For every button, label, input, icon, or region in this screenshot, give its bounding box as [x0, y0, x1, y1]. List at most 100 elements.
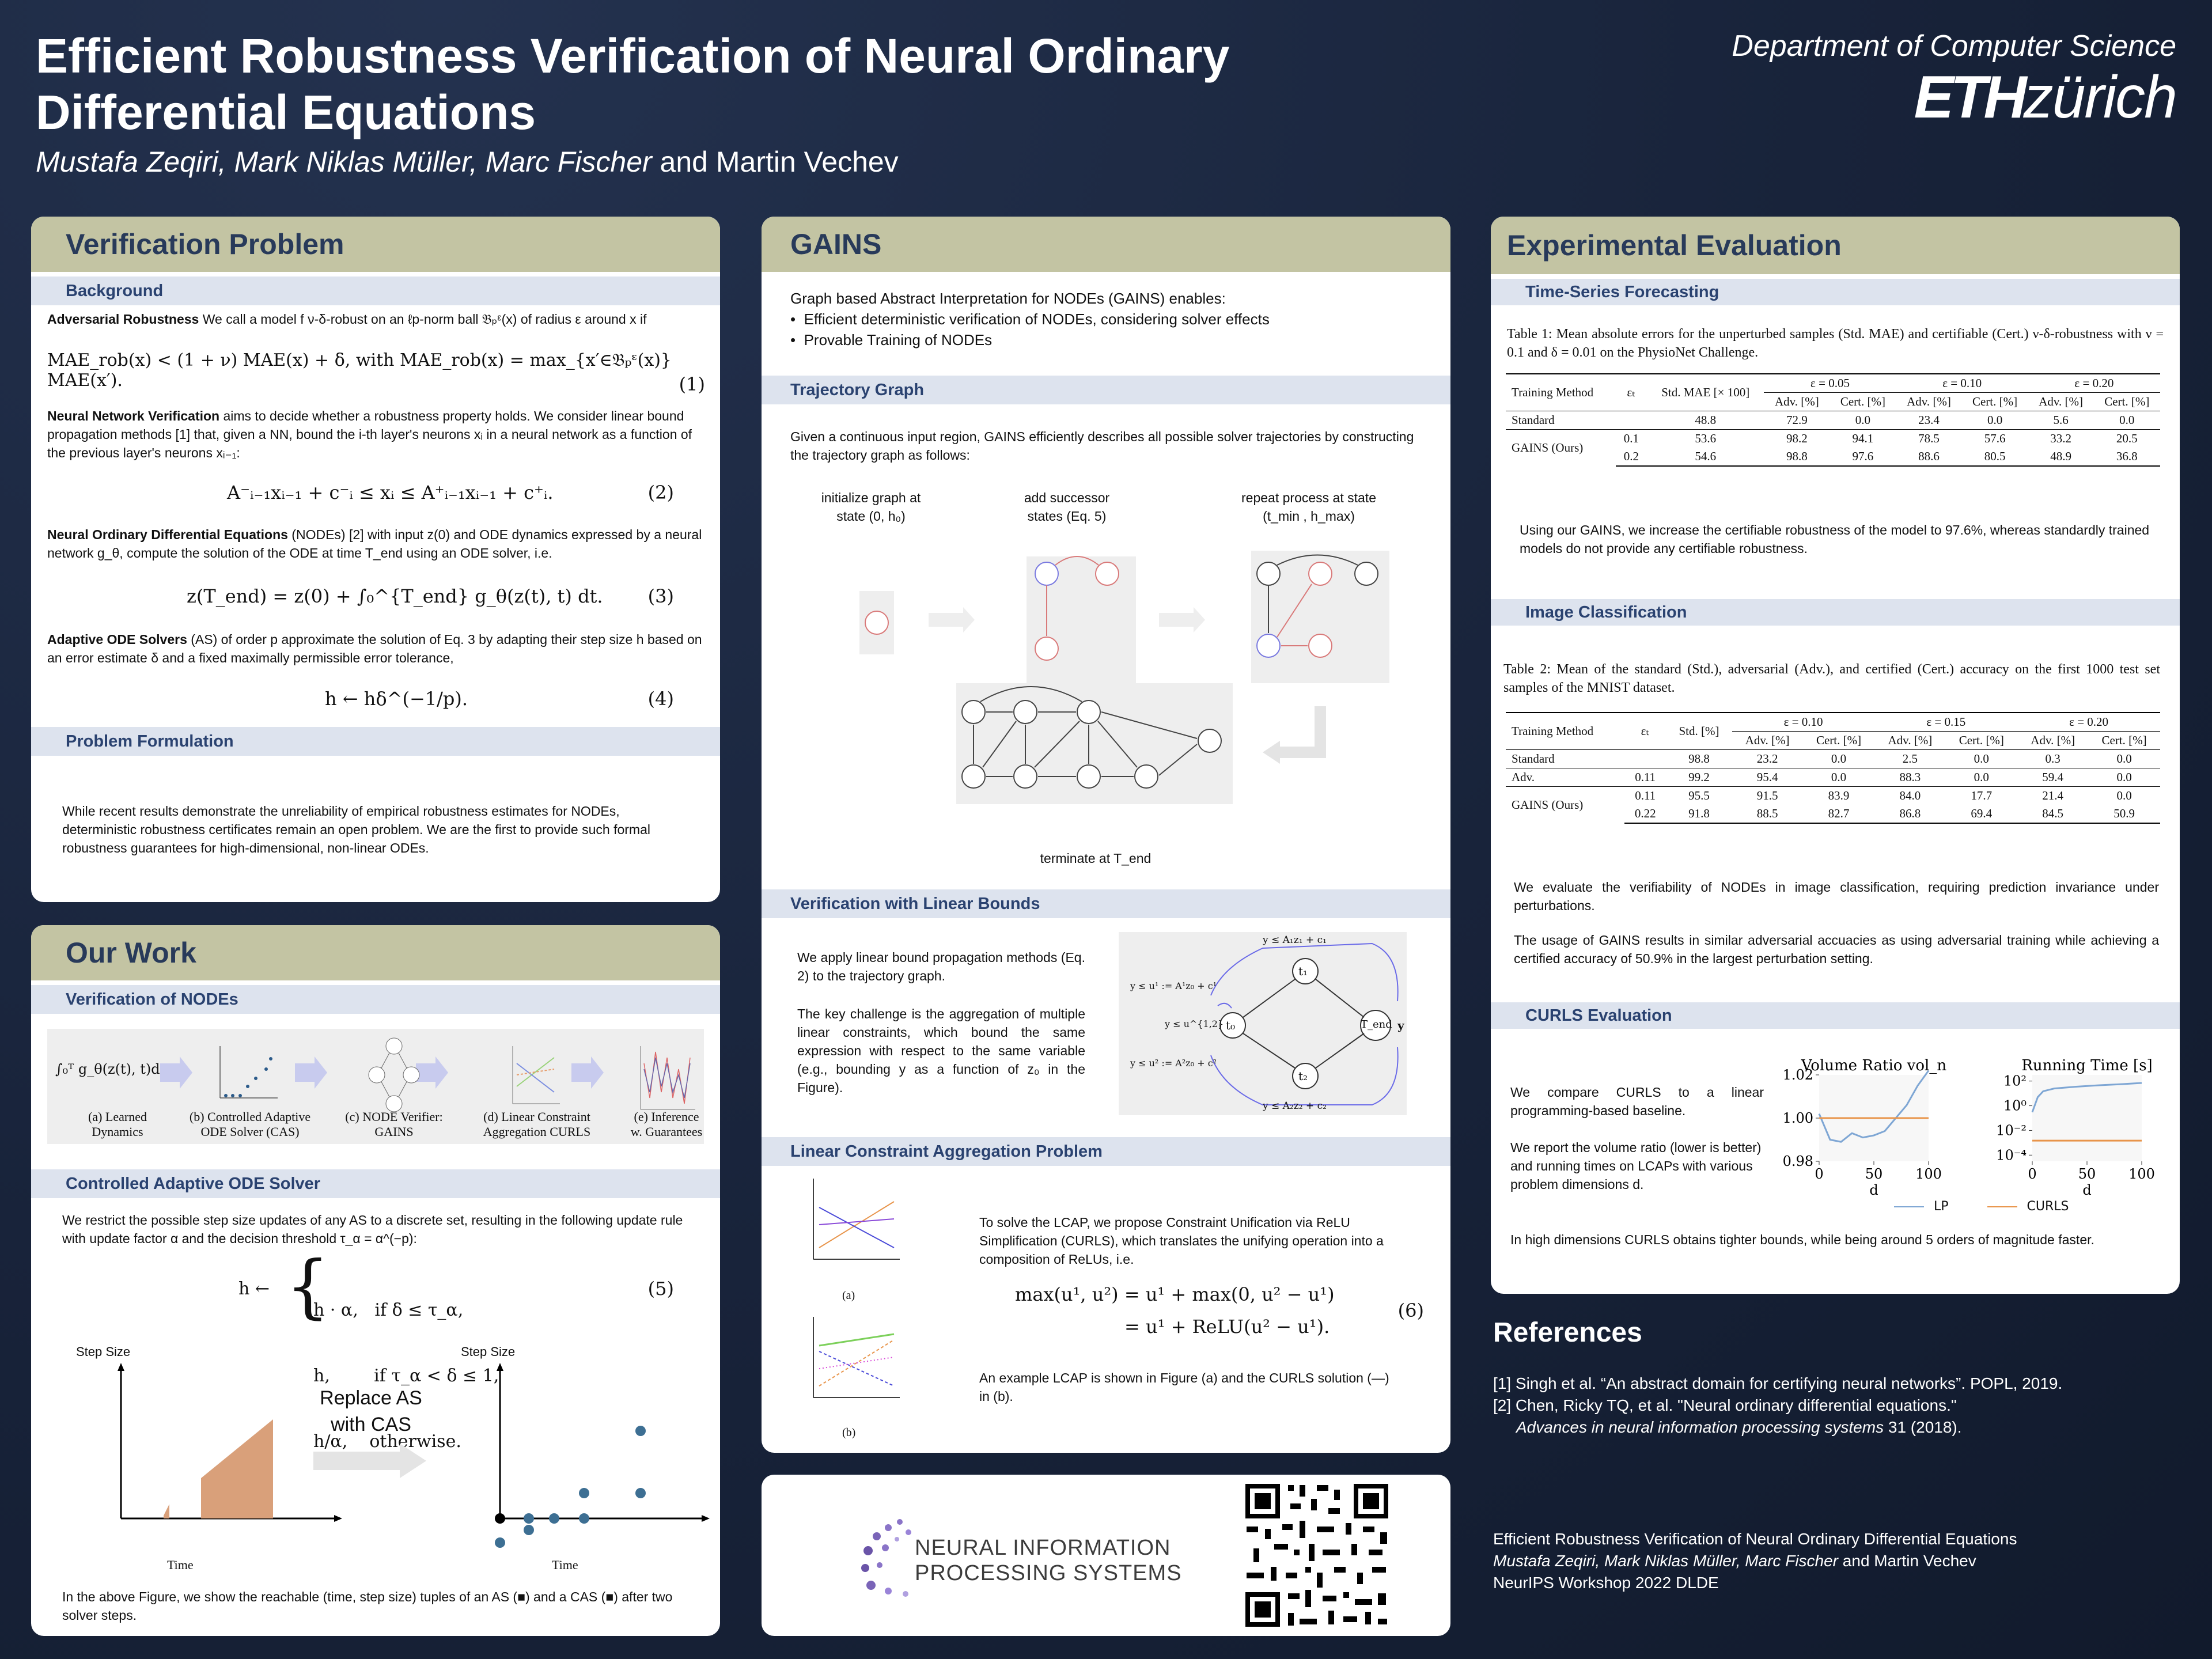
aos-paragraph: Adaptive ODE Solvers (AS) of order p app… — [47, 632, 702, 665]
problem-formulation-text: While recent results demonstrate the unr… — [62, 804, 650, 855]
reference-2-continued: Advances in neural information processin… — [1516, 1418, 1962, 1436]
equation-2: A⁻ᵢ₋₁xᵢ₋₁ + c⁻ᵢ ≤ xᵢ ≤ A⁺ᵢ₋₁xᵢ₋₁ + c⁺ᵢ. — [227, 482, 554, 503]
as-step-size-label: Step Size — [76, 1344, 131, 1359]
chart-plot-area — [2032, 1075, 2142, 1161]
reference-2: [2] Chen, Ricky TQ, et al. "Neural ordin… — [1493, 1396, 1957, 1414]
curls-text-1: We compare CURLS to a linear programming… — [1510, 1085, 1764, 1118]
x-tick-label: 100 — [2128, 1166, 2155, 1182]
table1-header-std: Std. MAE [× 100] — [1647, 373, 1764, 411]
trajectory-graph-steps — [859, 551, 1389, 804]
footer-title: Efficient Robustness Verification of Neu… — [1493, 1530, 2017, 1548]
subheading-background: Background — [31, 276, 720, 305]
table1-header-eps1: ε = 0.05 — [1764, 373, 1896, 393]
replace-arrow — [313, 1444, 426, 1478]
y-tick-label: 10⁻² — [1996, 1122, 2027, 1138]
neurips-panel: NEURAL INFORMATION PROCESSING SYSTEMS — [762, 1475, 1450, 1636]
constraint-top: y ≤ A₁z₁ + c₁ — [1263, 934, 1327, 946]
table2-header-cert: Cert. [%] — [1959, 733, 2004, 747]
equation-2-number: (2) — [647, 482, 674, 503]
table1-header-eps2: ε = 0.10 — [1896, 373, 2028, 393]
subheading-trajectory-graph: Trajectory Graph — [762, 376, 1450, 404]
y-tick-label: 10⁻⁴ — [1996, 1147, 2027, 1163]
pipeline-label-a: (a) Learned Dynamics — [88, 1109, 147, 1139]
reference-1: [1] Singh et al. “An abstract domain for… — [1493, 1374, 2063, 1392]
table2-header-cert: Cert. [%] — [1816, 733, 1862, 747]
equation-5-lhs: h ← — [238, 1279, 270, 1299]
table2-header-method: Training Method — [1506, 712, 1625, 750]
vl-paragraph-2: The key challenge is the aggregation of … — [797, 1006, 1085, 1095]
equation-6-number: (6) — [1397, 1300, 1424, 1321]
table2-header-cert: Cert. [%] — [2101, 733, 2147, 747]
cas-paragraph: We restrict the possible step size updat… — [62, 1213, 683, 1246]
chart-title: Running Time [s] — [2021, 1058, 2152, 1074]
table1-header-method: Training Method — [1506, 373, 1616, 411]
constraint-u2: y ≤ u² := A²z₀ + c² — [1130, 1058, 1217, 1069]
table2-header-adv: Adv. [%] — [2031, 733, 2075, 747]
neurips-line-2: PROCESSING SYSTEMS — [915, 1561, 1182, 1585]
qr-code-icon[interactable] — [1242, 1480, 1392, 1630]
replace-label: Replace AS with CAS — [320, 1387, 422, 1435]
table2-header-std: Std. [%] — [1666, 712, 1732, 750]
table2-header-eps2: ε = 0.15 — [1874, 712, 2018, 732]
gains-intro: Graph based Abstract Interpretation for … — [790, 288, 1435, 350]
chart-title: Volume Ratio vol_n — [1801, 1058, 1946, 1074]
image-class-text-1: We evaluate the verifiability of NODEs i… — [1514, 880, 2159, 913]
footer-authors: Mustafa Zeqiri, Mark Niklas Müller, Marc… — [1493, 1552, 1976, 1570]
chart-legend: LP CURLS — [1894, 1199, 2069, 1214]
pipeline-graphics — [160, 1037, 695, 1112]
department-label: Department of Computer Science — [1732, 29, 2176, 63]
footer-venue: NeurIPS Workshop 2022 DLDE — [1493, 1574, 1719, 1592]
curls-text-2: We report the volume ratio (lower is bet… — [1510, 1140, 1762, 1192]
pipeline-label-c: (c) NODE Verifier: GAINS — [345, 1109, 443, 1139]
table2-header-adv: Adv. [%] — [1888, 733, 1933, 747]
table1-header-cert: Cert. [%] — [1840, 395, 1885, 408]
subheading-problem-formulation: Problem Formulation — [31, 727, 720, 756]
gains-panel: GAINS Graph based Abstract Interpretatio… — [762, 217, 1450, 1453]
lcap-fig-b-label: (b) — [842, 1426, 856, 1439]
x-tick-label: 100 — [1915, 1166, 1942, 1182]
equation-1: MAE_rob(x) < (1 + ν) MAE(x) + δ, with MA… — [47, 350, 672, 391]
step3-label: repeat process at state (t_min , h_max) — [1241, 490, 1376, 524]
x-tick-label: 50 — [1865, 1166, 1883, 1182]
constraint-u12: y ≤ u^{1,2} — [1165, 1018, 1224, 1029]
cas-plot — [495, 1363, 710, 1548]
y-tick-label: 10² — [2003, 1073, 2027, 1089]
panel-title: GAINS — [762, 217, 1450, 272]
equation-5-number: (5) — [647, 1278, 674, 1300]
subheading-time-series: Time-Series Forecasting — [1491, 279, 2180, 305]
linear-bounds-figure: t₀ t₁ t₂ T_end y ≤ A₁z₁ + c₁ y ≤ A₂z₂ + … — [1119, 932, 1407, 1115]
gains-intro-line: Graph based Abstract Interpretation for … — [790, 290, 1226, 307]
table1-header-cert: Cert. [%] — [1972, 395, 2018, 408]
equation-4-number: (4) — [647, 688, 674, 710]
x-axis-label: d — [1869, 1182, 1878, 1198]
y-tick-label: 1.02 — [1783, 1067, 1813, 1083]
cas-step-size-label: Step Size — [461, 1344, 516, 1359]
our-work-panel: Our Work Verification of NODEs ∫₀ᵀ g_θ(z… — [31, 925, 720, 1636]
legend-lp: LP — [1934, 1199, 1949, 1214]
subheading-image-classification: Image Classification — [1491, 599, 2180, 626]
lcap-paragraph-2: An example LCAP is shown in Figure (a) a… — [979, 1370, 1389, 1404]
equation-5-case-1: h · α, if δ ≤ τ_α, — [313, 1300, 464, 1320]
terminate-label: terminate at T_end — [1040, 851, 1152, 866]
table1-header-eps: εₜ — [1615, 373, 1647, 411]
equation-5-cases: h · α, if δ ≤ τ_α, h, if τ_α < δ ≤ 1, h/… — [313, 1256, 499, 1497]
table1-caption: Table 1: Mean absolute errors for the un… — [1507, 327, 2164, 360]
solver-figure-caption: In the above Figure, we show the reachab… — [62, 1589, 673, 1623]
equation-1-number: (1) — [679, 373, 705, 395]
legend-lp-swatch — [1894, 1206, 1924, 1207]
series-line-lp — [1818, 1070, 1930, 1143]
pipeline-label-d: (d) Linear Constraint Aggregation CURLS — [483, 1109, 591, 1139]
table1-header-adv: Adv. [%] — [1774, 395, 1819, 408]
vl-paragraph-1: We apply linear bound propagation method… — [797, 950, 1085, 983]
series-line-lp — [2031, 1082, 2142, 1113]
x-tick-label: 0 — [1815, 1166, 1823, 1182]
x-tick-label: 50 — [2078, 1166, 2096, 1182]
node-tend: T_end — [1361, 1018, 1392, 1031]
